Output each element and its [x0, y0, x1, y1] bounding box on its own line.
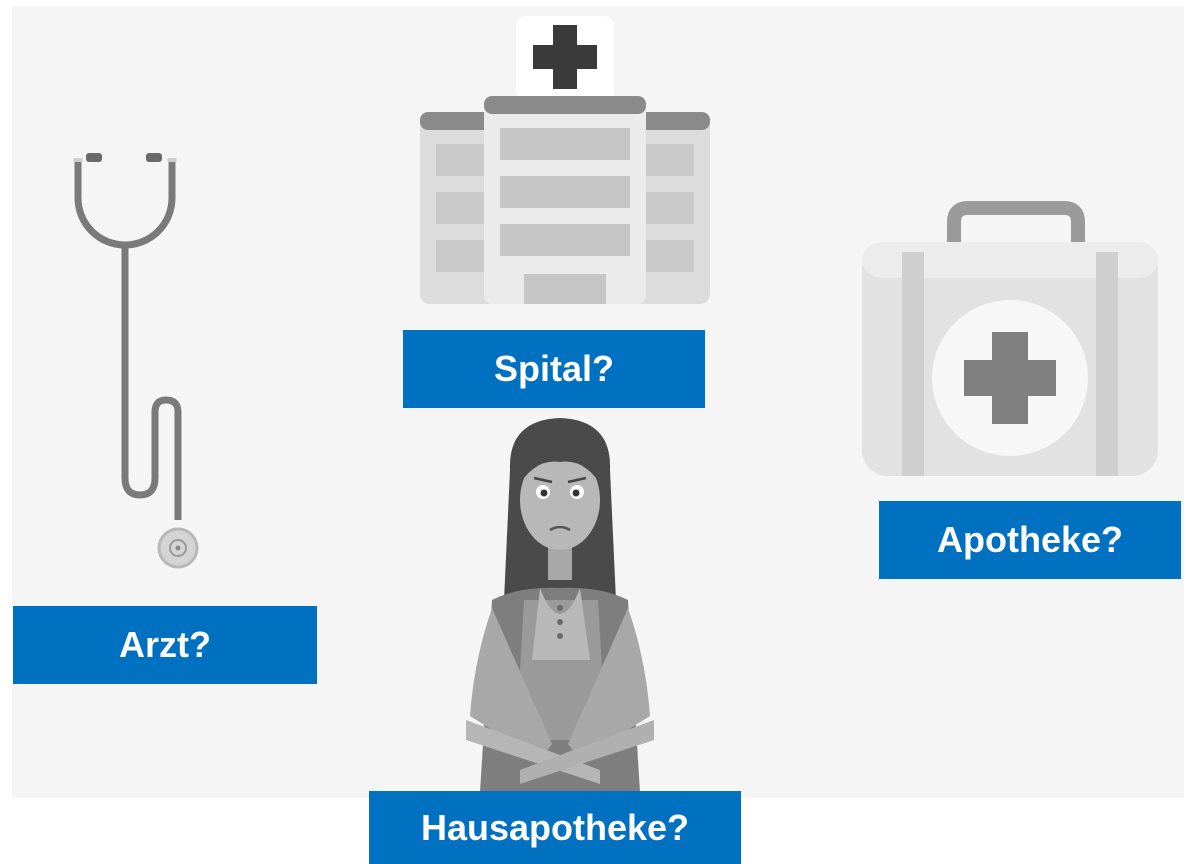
label-spital: Spital?: [403, 330, 705, 408]
stethoscope-icon: [73, 153, 199, 569]
hospital-icon: [420, 16, 710, 304]
label-arzt: Arzt?: [13, 606, 317, 684]
label-hausapotheke: Hausapotheke?: [369, 791, 741, 864]
worried-woman-figure: [466, 418, 654, 792]
label-apotheke: Apotheke?: [879, 501, 1181, 579]
first-aid-kit-icon: [862, 201, 1158, 476]
